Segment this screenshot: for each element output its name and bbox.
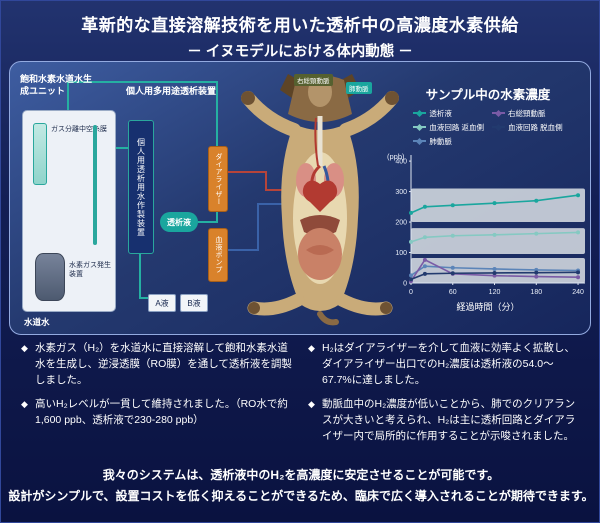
svg-text:0: 0 — [409, 289, 413, 296]
hydrogen-generator-label: 水素ガス発生装置 — [69, 262, 111, 279]
hydrogen-concentration-chart: サンプル中の水素濃度 透析液血液回路 返血側肺動脈 右総頸動脈血液回路 脱血側 0… — [384, 84, 590, 332]
carotid-artery-tag: 右総頸動脈 — [294, 74, 333, 86]
bullet-item: 高いH₂レベルが一貫して維持されました。（RO水で約1,600 ppb、透析液で… — [21, 397, 294, 429]
dog-illustration — [241, 74, 399, 326]
legend-item: 血液回路 返血側 — [413, 121, 484, 133]
conclusion-line-2: 設計がシンプルで、設置コストを低く抑えることができるため、臨床で広く導入されるこ… — [8, 489, 594, 503]
legend-label: 血液回路 脱血側 — [508, 122, 563, 132]
svg-text:60: 60 — [449, 289, 457, 296]
bullet-column-right: H₂はダイアライザーを介して血液に効率よく拡散し、ダイアライザー出口でのH₂濃度… — [308, 341, 581, 454]
legend-item: 右総頸動脈 — [492, 107, 563, 119]
dialyzer-label: ダイアライザー — [215, 152, 222, 206]
legend-item: 透析液 — [413, 107, 484, 119]
svg-text:400: 400 — [395, 159, 407, 166]
b-solution-box: B液 — [180, 294, 208, 312]
svg-text:100: 100 — [395, 250, 407, 257]
legend-marker — [413, 137, 427, 145]
legend-item: 血液回路 脱血側 — [492, 121, 563, 133]
svg-text:300: 300 — [395, 189, 407, 196]
chart-plot-area: 0 100 200 300 400 0 60 120 180 240 (ppb) — [387, 152, 585, 296]
legend-label: 右総頸動脈 — [508, 108, 546, 118]
legend-marker — [413, 109, 427, 117]
svg-text:120: 120 — [489, 289, 501, 296]
legend-label: 肺動脈 — [429, 136, 452, 146]
ro-water-unit-box: 個人用透析用水作製装置 — [128, 120, 154, 254]
legend-item: 肺動脈 — [413, 135, 484, 147]
legend-label: 血液回路 返血側 — [429, 122, 484, 132]
bullet-item: 水素ガス（H₂）を水道水に直接溶解して飽和水素水道水を生成し、逆浸透膜（RO膜）… — [21, 341, 294, 388]
svg-text:200: 200 — [395, 220, 407, 227]
water-pipe — [93, 125, 97, 245]
dialyzer-box: ダイアライザー — [208, 146, 228, 212]
page-subtitle: － イヌモデルにおける体内動態 － — [187, 44, 413, 60]
legend-label: 透析液 — [429, 108, 452, 118]
svg-text:0: 0 — [403, 281, 407, 288]
bullet-item: H₂はダイアライザーを介して血液に効率よく拡散し、ダイアライザー出口でのH₂濃度… — [308, 341, 581, 388]
blood-pump-box: 血液ポンプ — [208, 228, 228, 282]
svg-text:(ppb): (ppb) — [387, 152, 405, 161]
ro-water-unit-label: 個人用透析用水作製装置 — [136, 137, 146, 237]
generation-unit-label: 飽和水素水道水生成ユニット — [20, 74, 93, 96]
generation-unit-box: ガス分離中空糸膜 水素ガス発生装置 — [22, 110, 116, 312]
dialysate-box: 透析液 — [160, 212, 198, 232]
summary-bullets: 水素ガス（H₂）を水道水に直接溶解して飽和水素水道水を生成し、逆浸透膜（RO膜）… — [1, 341, 600, 454]
chart-title: サンプル中の水素濃度 — [425, 88, 551, 102]
svg-text:180: 180 — [530, 289, 542, 296]
bullet-item: 動脈血中のH₂濃度が低いことから、肺でのクリアランスが大きいと考えられ、H₂は主… — [308, 397, 581, 444]
page-title: 革新的な直接溶解技術を用いた透析中の高濃度水素供給 — [81, 16, 519, 35]
a-solution-box: A液 — [148, 294, 176, 312]
conclusion-line-1: 我々のシステムは、透析液中のH₂を高濃度に安定させることが可能です。 — [102, 468, 500, 482]
gas-separation-membrane — [33, 123, 47, 185]
tap-water-label: 水道水 — [24, 317, 50, 327]
dialysis-machine-label: 個人用多用途透析装置 — [125, 86, 216, 96]
main-panel: 飽和水素水道水生成ユニット ガス分離中空糸膜 水素ガス発生装置 水道水 個人用多… — [9, 61, 591, 335]
legend-marker — [413, 123, 427, 131]
legend-marker — [492, 109, 505, 117]
bullet-column-left: 水素ガス（H₂）を水道水に直接溶解して飽和水素水道水を生成し、逆浸透膜（RO膜）… — [21, 341, 294, 454]
legend-marker — [492, 123, 505, 131]
blood-pump-label: 血液ポンプ — [215, 236, 222, 274]
chart-x-axis-label: 経過時間（分） — [456, 302, 520, 312]
pulmonary-artery-tag: 肺動脈 — [346, 82, 372, 94]
chart-legend: 透析液血液回路 返血側肺動脈 右総頸動脈血液回路 脱血側 — [384, 107, 590, 147]
hydrogen-generator-cylinder — [35, 253, 65, 301]
gas-membrane-label: ガス分離中空糸膜 — [51, 126, 107, 133]
conclusion-footer: 我々のシステムは、透析液中のH₂を高濃度に安定させることが可能です。 設計がシン… — [1, 465, 600, 507]
svg-text:240: 240 — [572, 289, 584, 296]
